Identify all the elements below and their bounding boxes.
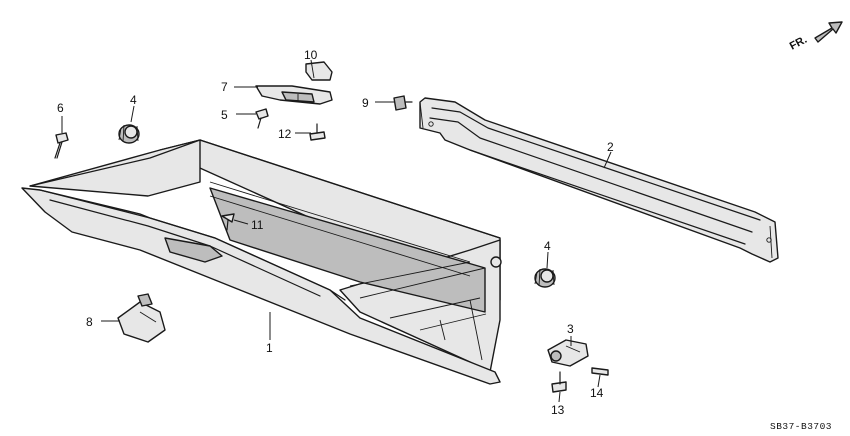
front-direction-indicator: FR. bbox=[788, 21, 843, 53]
part-4-damper-upper bbox=[118, 124, 140, 144]
part-4-damper-lower bbox=[534, 268, 556, 288]
callout-8: 8 bbox=[86, 315, 93, 329]
callout-6: 6 bbox=[57, 101, 64, 115]
front-arrow-icon bbox=[814, 21, 843, 43]
front-label: FR. bbox=[788, 34, 809, 53]
callout-12: 12 bbox=[278, 127, 292, 141]
part-11-clip bbox=[221, 213, 235, 231]
callout-13: 13 bbox=[551, 403, 565, 417]
part-1-glove-box bbox=[21, 139, 502, 385]
callout-numbers: 1 2 3 4 4 5 6 7 8 9 10 11 12 13 14 bbox=[57, 48, 614, 417]
part-14-pin bbox=[591, 367, 609, 376]
callout-9: 9 bbox=[362, 96, 369, 110]
callout-3: 3 bbox=[567, 322, 574, 336]
part-13-screw bbox=[551, 371, 567, 393]
part-6-clip bbox=[54, 132, 69, 159]
part-9-screw bbox=[393, 95, 413, 111]
callout-5: 5 bbox=[221, 108, 228, 122]
callout-4-upper: 4 bbox=[130, 93, 137, 107]
callout-10: 10 bbox=[304, 48, 318, 62]
diagram-reference-code: SB37-B3703 bbox=[770, 421, 832, 432]
part-2-bracket bbox=[419, 97, 779, 263]
callout-11: 11 bbox=[251, 218, 264, 232]
part-7-latch-bracket bbox=[255, 85, 333, 105]
callout-7: 7 bbox=[221, 80, 228, 94]
callout-1: 1 bbox=[266, 341, 273, 355]
part-3-hinge bbox=[547, 339, 589, 367]
callout-14: 14 bbox=[590, 386, 604, 400]
part-8-lock-cylinder bbox=[117, 293, 166, 343]
callout-4-lower: 4 bbox=[544, 239, 551, 253]
callout-2: 2 bbox=[607, 140, 614, 154]
leader-lines bbox=[61, 59, 612, 403]
part-12-screw bbox=[309, 123, 326, 141]
part-10-clip bbox=[305, 61, 333, 81]
part-5-screw bbox=[255, 108, 269, 129]
